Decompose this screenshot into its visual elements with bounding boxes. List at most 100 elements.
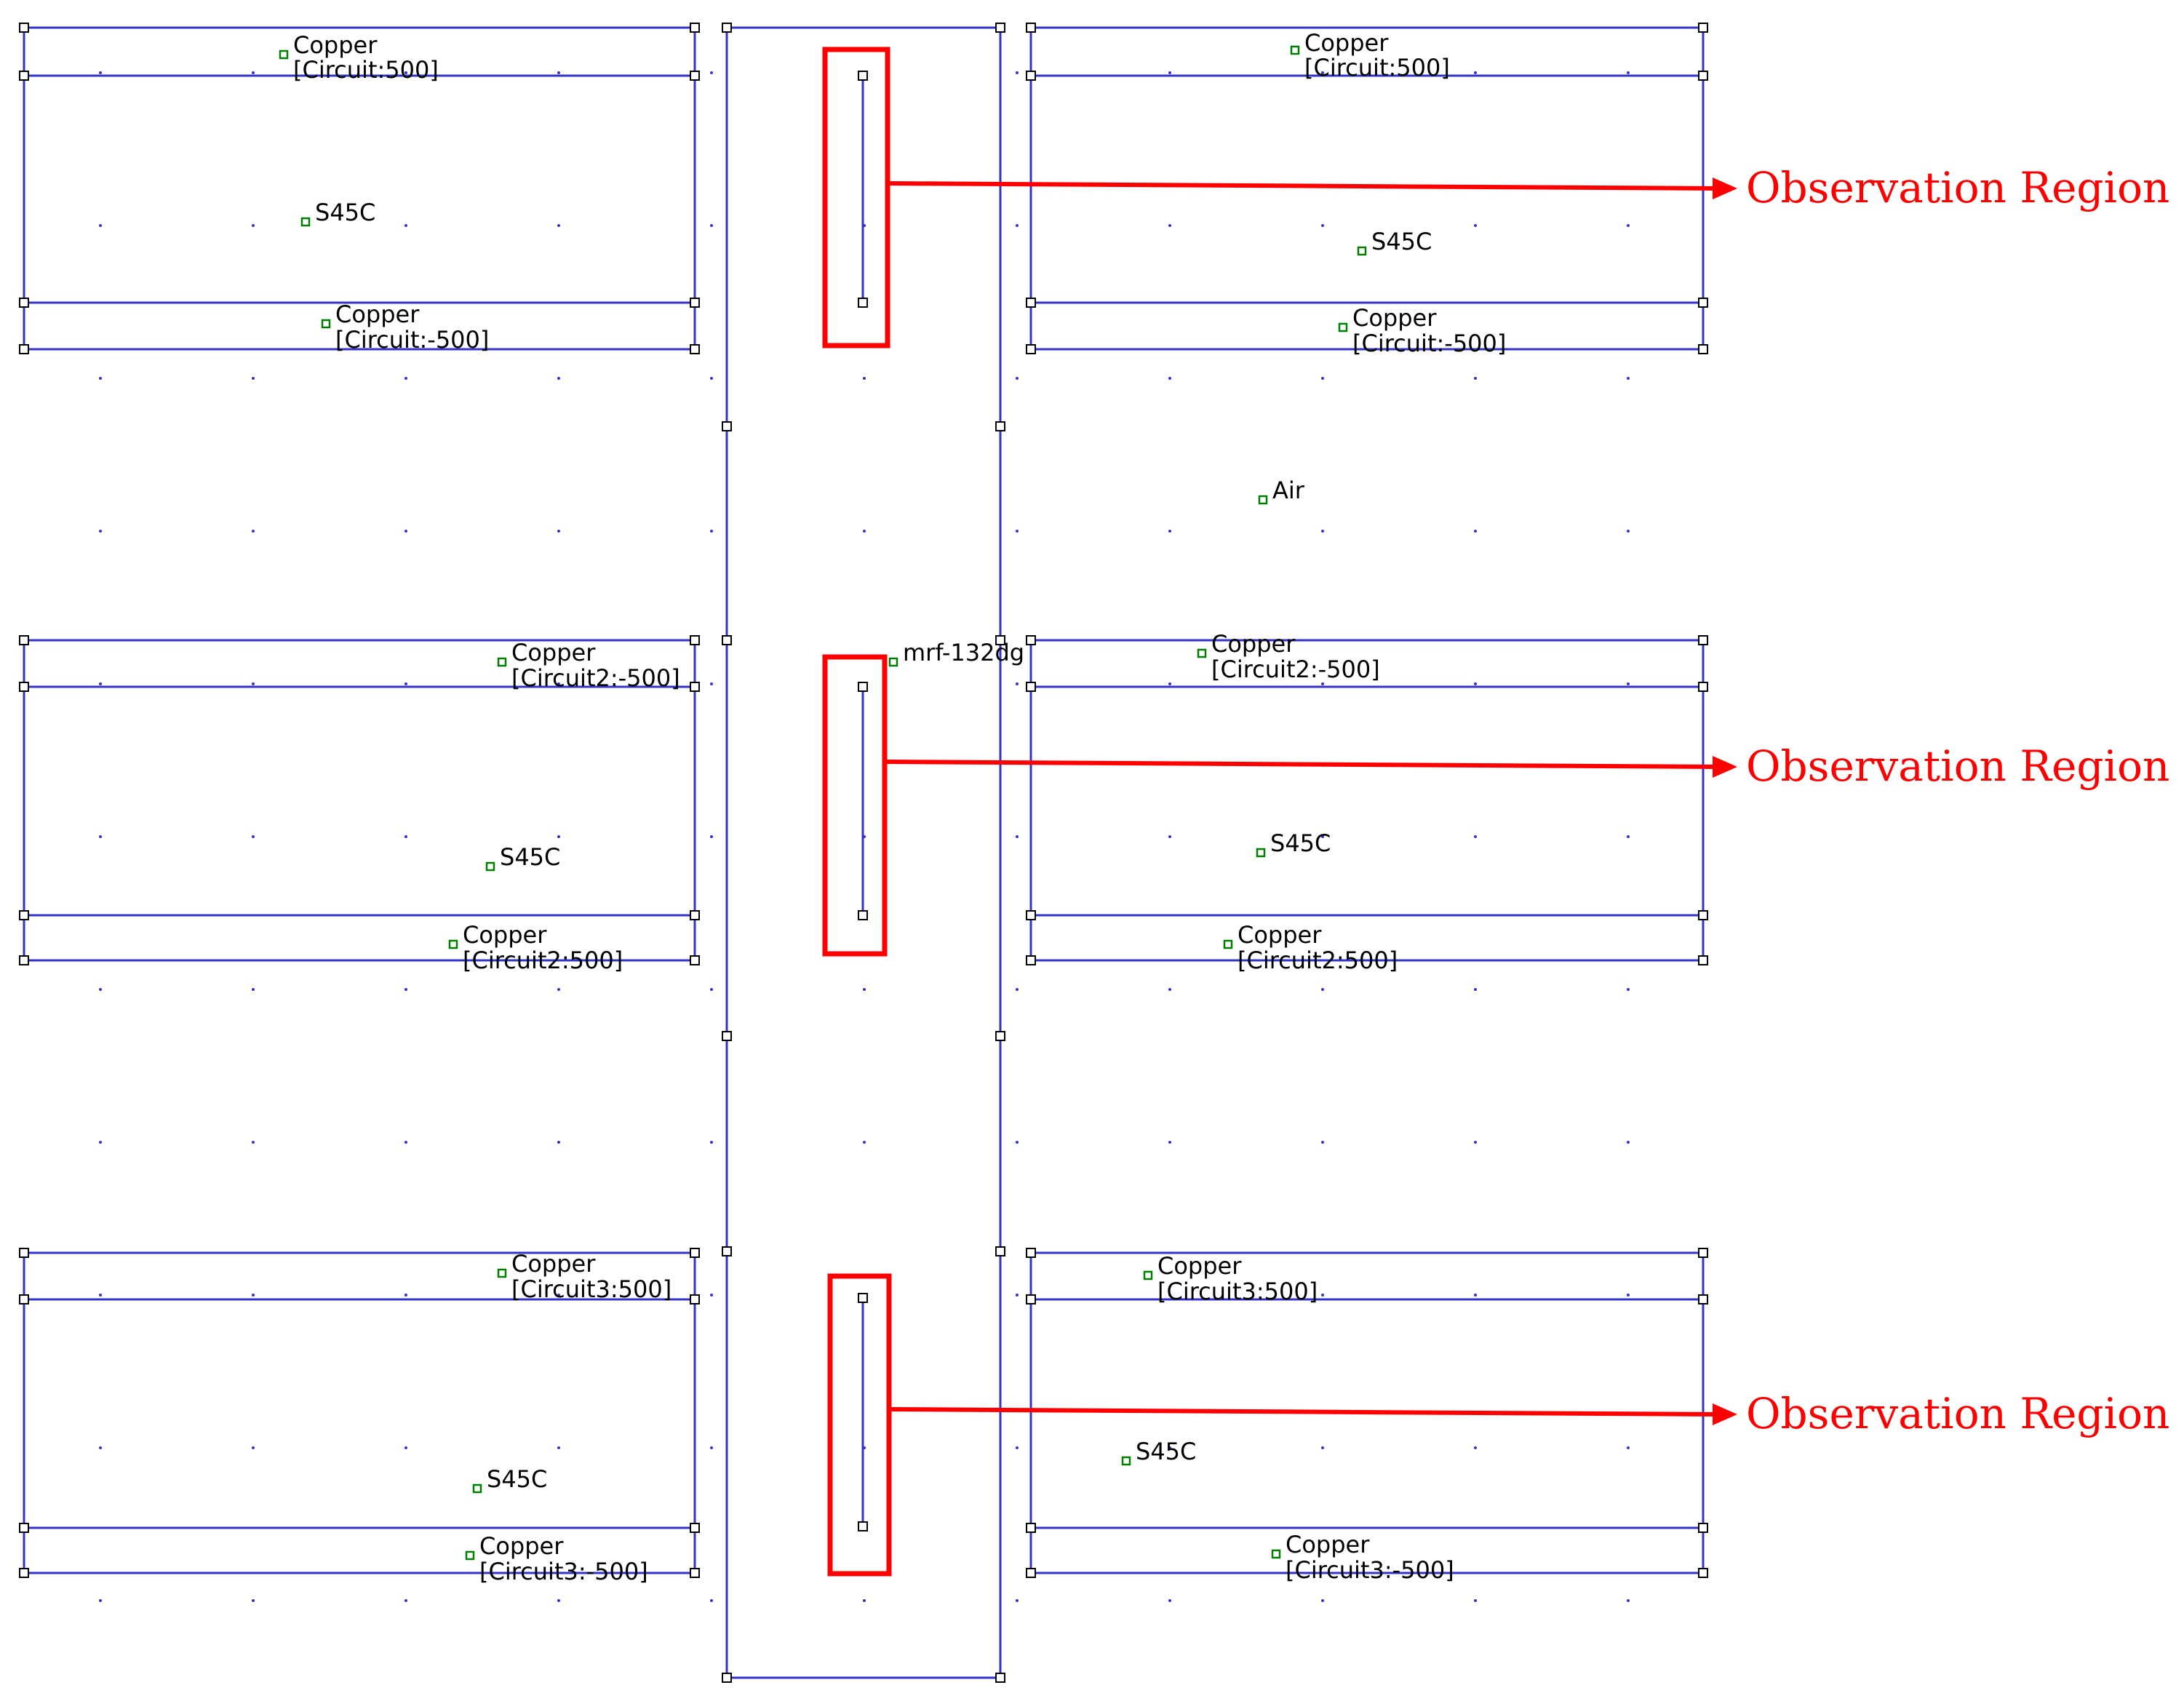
observation-arrowhead-middle — [1713, 756, 1737, 778]
circuit-label: [Circuit2:-500] — [1211, 656, 1380, 683]
grid-dot — [710, 71, 713, 74]
steel-region-bottom-left — [23, 1298, 696, 1529]
circuit-label: [Circuit:500] — [1304, 54, 1450, 81]
label-marker — [497, 657, 507, 667]
grid-dot — [557, 835, 560, 838]
node-marker — [995, 421, 1005, 431]
grid-dot — [863, 1599, 866, 1602]
grid-dot — [252, 530, 255, 533]
label-marker — [1271, 1549, 1281, 1559]
label-marker — [472, 1483, 482, 1494]
circuit-label: [Circuit2:500] — [463, 947, 623, 974]
material-label: S45C — [315, 199, 375, 226]
grid-dot — [1016, 1294, 1019, 1296]
grid-dot — [252, 1446, 255, 1449]
central-column-outline — [725, 26, 1002, 1679]
node-marker — [690, 344, 700, 354]
grid-dot — [1321, 224, 1324, 227]
block-labels: Copper [Circuit:500] S45C Copper [Circui… — [293, 29, 1506, 1585]
copper-region-middle-left-lower — [23, 914, 696, 962]
copper-region-middle-right-lower — [1029, 914, 1705, 962]
node-marker — [1698, 910, 1708, 920]
grid-dot — [1168, 1599, 1171, 1602]
grid-dot — [1627, 377, 1630, 380]
grid-dot — [99, 1141, 102, 1144]
grid-dot — [1321, 377, 1324, 380]
grid-dot — [557, 682, 560, 685]
grid-dot — [99, 530, 102, 533]
observation-arrow-top — [887, 181, 1718, 191]
label-marker — [300, 217, 311, 227]
grid-dot — [863, 1141, 866, 1144]
observation-region-label-top: Observation Region — [1746, 163, 2169, 212]
copper-region-top-right-lower — [1029, 301, 1705, 351]
grid-dot — [1321, 1294, 1324, 1296]
node-marker — [690, 23, 700, 33]
label-marker — [321, 319, 331, 329]
grid-dot — [1016, 1599, 1019, 1602]
grid-dot — [1627, 1141, 1630, 1144]
grid-dot — [1168, 1294, 1171, 1296]
steel-region-middle-right — [1029, 685, 1705, 917]
node-marker — [690, 1248, 700, 1258]
node-marker — [690, 1568, 700, 1578]
grid-dot — [252, 988, 255, 991]
grid-dot — [710, 1599, 713, 1602]
label-marker — [888, 657, 898, 667]
node-marker — [19, 1568, 29, 1578]
node-marker — [858, 71, 868, 81]
grid-dot — [1474, 682, 1477, 685]
grid-dot — [1627, 1599, 1630, 1602]
material-label-air: Air — [1272, 477, 1305, 504]
copper-region-top-left-lower — [23, 301, 696, 351]
node-marker — [995, 635, 1005, 645]
material-label: S45C — [1136, 1438, 1196, 1465]
node-marker — [690, 1294, 700, 1304]
coil-block-middle-right — [1029, 639, 1705, 962]
node-marker — [858, 682, 868, 692]
grid-dot — [1321, 530, 1324, 533]
node-markers — [19, 23, 1708, 1683]
grid-dot — [557, 71, 560, 74]
grid-dot — [1474, 1294, 1477, 1296]
grid-dot — [252, 1294, 255, 1296]
grid-dot — [404, 1446, 407, 1449]
label-marker — [448, 939, 458, 949]
node-marker — [19, 71, 29, 81]
label-marker — [1256, 848, 1266, 858]
circuit-label: [Circuit2:-500] — [511, 664, 680, 692]
node-marker — [858, 1521, 868, 1531]
grid-dot — [710, 682, 713, 685]
node-marker — [858, 298, 868, 308]
node-marker — [722, 1246, 732, 1256]
grid-dot — [1474, 1599, 1477, 1602]
grid-dot — [1627, 682, 1630, 685]
node-marker — [1698, 344, 1708, 354]
node-marker — [1026, 910, 1036, 920]
observation-region-label-bottom: Observation Region — [1746, 1389, 2169, 1438]
grid-dot — [252, 835, 255, 838]
material-label: S45C — [500, 843, 560, 871]
material-label: Copper — [479, 1532, 564, 1560]
label-marker — [1357, 246, 1367, 256]
circuit-label: [Circuit3:-500] — [1286, 1556, 1454, 1584]
label-marker — [1223, 939, 1233, 949]
grid-dot — [99, 377, 102, 380]
grid-dot — [1627, 1446, 1630, 1449]
node-marker — [1698, 1568, 1708, 1578]
grid-dot — [557, 1599, 560, 1602]
material-label: Copper — [1238, 921, 1322, 949]
label-marker — [1121, 1456, 1131, 1466]
node-marker — [1026, 71, 1036, 81]
grid-dot — [863, 988, 866, 991]
grid-dot — [1321, 71, 1324, 74]
node-marker — [1698, 682, 1708, 692]
grid-dot — [1016, 682, 1019, 685]
grid-dot — [404, 1294, 407, 1296]
node-marker — [1026, 1568, 1036, 1578]
node-marker — [1026, 635, 1036, 645]
node-marker — [722, 1673, 732, 1683]
observation-arrow-bottom — [888, 1407, 1718, 1417]
node-marker — [690, 635, 700, 645]
observation-arrow-middle — [884, 760, 1718, 769]
